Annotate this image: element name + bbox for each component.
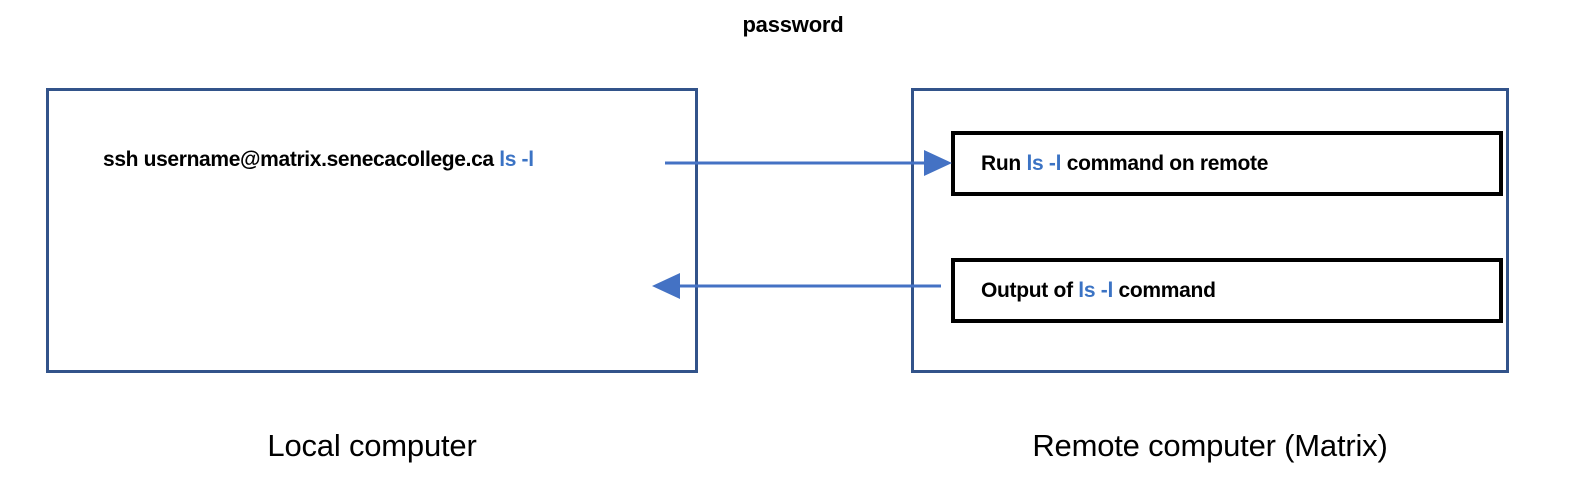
request-arrow — [665, 150, 952, 176]
remote-computer-caption: Remote computer (Matrix) — [1032, 428, 1388, 463]
local-computer-caption: Local computer — [267, 428, 477, 463]
remote-computer-box — [911, 88, 1509, 373]
remote-action-run-prefix: Run — [981, 151, 1027, 175]
remote-action-output-suffix: command — [1112, 278, 1216, 302]
remote-action-run-suffix: command on remote — [1061, 151, 1269, 175]
password-label-text: password — [742, 12, 844, 37]
remote-action-output-box: Output of ls -l command — [951, 258, 1503, 323]
remote-action-run-text: Run ls -l command on remote — [955, 152, 1268, 176]
remote-action-run-box: Run ls -l command on remote — [951, 131, 1503, 196]
password-label: password — [0, 12, 1596, 38]
remote-action-output-prefix: Output of — [981, 278, 1079, 302]
local-computer-box — [46, 88, 698, 373]
remote-action-run-highlight: ls -l — [1026, 151, 1062, 175]
remote-action-output-highlight: ls -l — [1078, 278, 1113, 302]
remote-action-output-text: Output of ls -l command — [955, 279, 1216, 303]
ssh-command-text: ssh username@matrix.senecacollege.ca ls … — [103, 148, 534, 172]
ssh-command-option: ls -l — [499, 148, 534, 171]
ssh-command-prefix: ssh username@matrix.senecacollege.ca — [103, 148, 500, 171]
